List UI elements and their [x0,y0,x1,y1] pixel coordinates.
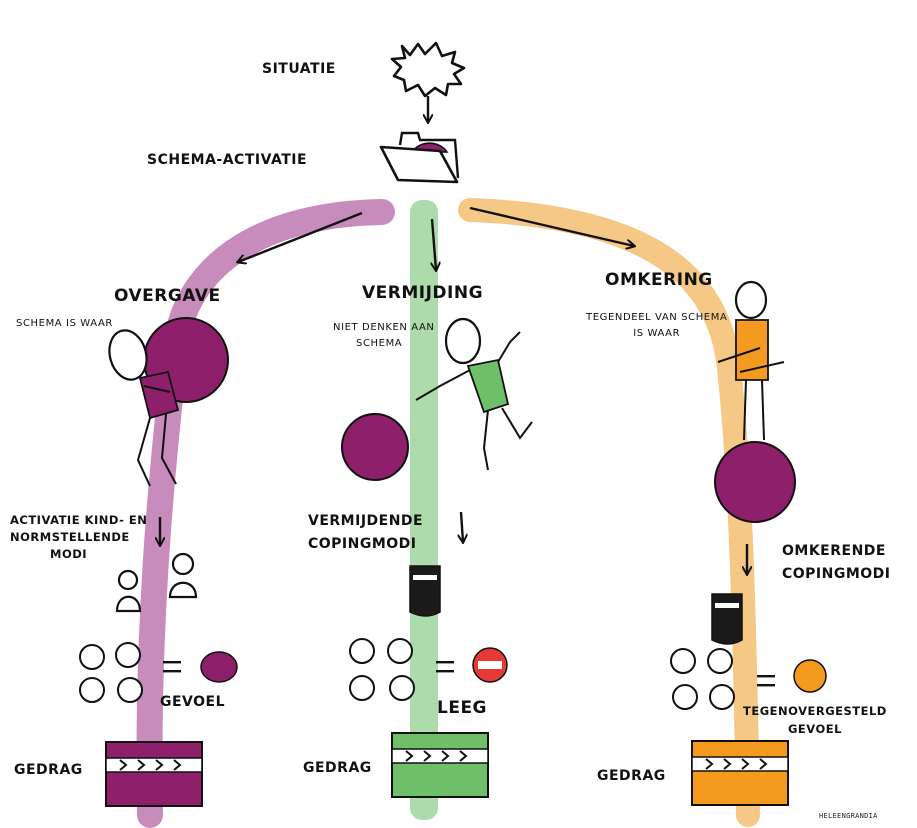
overcompensation-modes-line-2: COPINGMODI [782,566,891,582]
overcompensation-path [458,198,760,827]
overcompensation-title: OMKERING [605,270,713,290]
avoidance-modes-line-1: VERMIJDENDE [308,513,424,529]
avoidance-belief-line-1: NIET DENKEN AAN [333,322,435,333]
surrender-faces [79,642,143,703]
avoidance-equals-2 [436,670,454,673]
surrender-modes-line-3: MODI [50,547,88,561]
surrender-behavior-label: GEDRAG [14,762,83,778]
avoidance-belief-line-2: SCHEMA [356,338,403,349]
surrender-equals-2 [163,670,181,673]
avoidance-modes-line-2: COPINGMODI [308,536,417,552]
folder-with-ball-icon [379,131,460,184]
overcompensation-feeling-label: TEGENOVERGESTELD GEVOEL [743,702,887,738]
overcompensation-equals [757,675,775,678]
avoidance-behavior-label: GEDRAG [303,760,372,776]
overcompensation-feeling-line-2: GEVOEL [787,722,842,736]
surrender-modes-text: ACTIVATIE KIND- EN NORMSTELLENDE MODI [10,512,147,563]
arrow-to-overcompensation [469,206,634,246]
avoidance-modes-text: VERMIJDENDE COPINGMODI [308,510,423,556]
surrender-feeling-label: GEVOEL [160,694,226,710]
surrender-feeling-ball [200,651,238,683]
avoidance-faces [349,638,415,701]
surrender-title: OVERGAVE [114,286,221,306]
overcompensation-feeling-ball [793,659,827,693]
overcompensation-equals-2 [757,684,775,687]
situation-label: SITUATIE [262,61,336,77]
overcompensation-faces [670,648,735,710]
surrender-modes-line-1: ACTIVATIE KIND- EN [10,513,148,527]
overcompensation-modes-line-1: OMKERENDE [782,543,886,559]
avoidance-feeling-label: LEEG [437,698,488,718]
no-entry-icon [472,647,508,683]
arrow-to-avoidance [432,218,436,270]
surrender-equals [163,661,181,664]
arrow-to-surrender [238,211,363,262]
avoidance-belief: NIET DENKEN AAN SCHEMA [333,320,435,352]
surrender-belief: SCHEMA IS WAAR [16,318,113,329]
avoidance-title: VERMIJDING [362,283,484,303]
overcompensation-belief-line-1: TEGENDEEL VAN SCHEMA [586,312,728,323]
surrender-behavior-box [105,741,203,807]
explosion-burst-icon [390,41,466,98]
overcompensation-modes-text: OMKERENDE COPINGMODI [782,540,891,586]
schema-activation-label: SCHEMA-ACTIVATIE [147,152,308,168]
overcompensation-feeling-line-1: TEGENOVERGESTELD [743,704,887,718]
surrender-modes-line-2: NORMSTELLENDE [10,530,130,544]
avoidance-behavior-box [391,732,489,798]
shield-mask-icon [711,593,743,645]
surrender-figure [108,317,229,487]
artist-credit: HELEENGRANDIA [819,812,878,820]
overcompensation-belief-line-2: IS WAAR [633,328,681,339]
person-bust-icon [115,552,198,613]
overcompensation-behavior-box [691,740,789,806]
overcompensation-figure [714,280,796,523]
overcompensation-behavior-label: GEDRAG [597,768,666,784]
avoidance-figure [341,317,533,481]
overcompensation-belief: TEGENDEEL VAN SCHEMA IS WAAR [586,310,727,342]
shield-mask-icon [409,565,441,617]
arrow-avoidance-modes [461,511,463,542]
avoidance-path [410,200,438,820]
avoidance-equals [436,661,454,664]
